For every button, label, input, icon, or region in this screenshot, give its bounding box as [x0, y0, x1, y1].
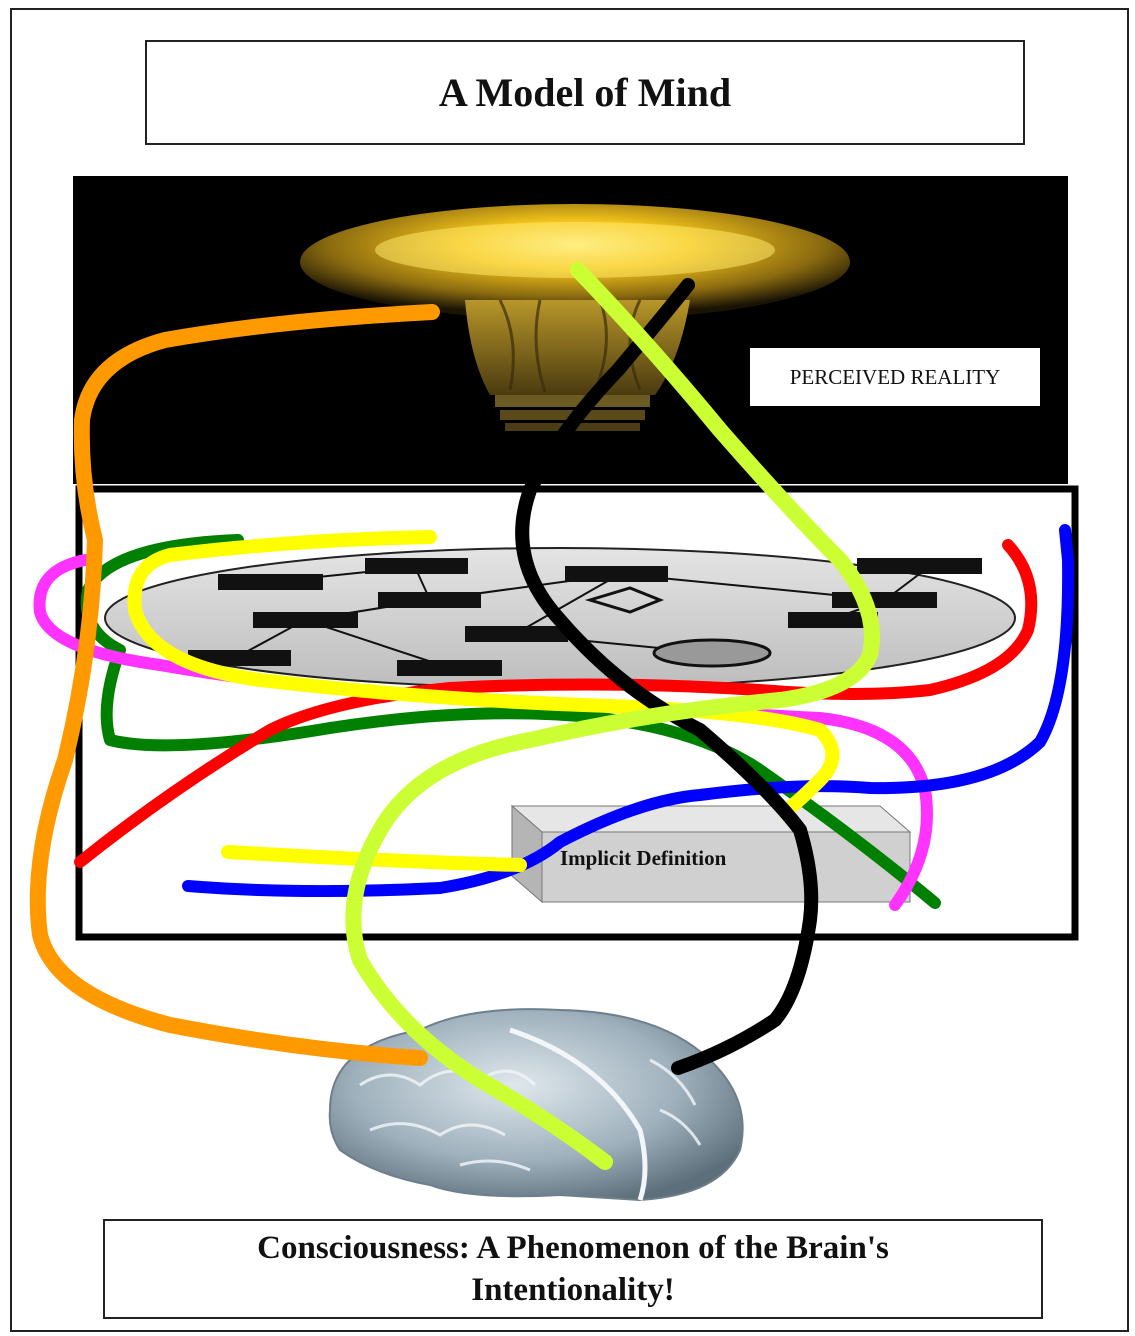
caption-box: Consciousness: A Phenomenon of the Brain…: [103, 1219, 1043, 1319]
implicit-definition-label: Implicit Definition: [560, 846, 726, 871]
perceived-reality-label: PERCEIVED REALITY: [790, 365, 1001, 390]
caption-text: Consciousness: A Phenomenon of the Brain…: [193, 1227, 953, 1311]
perceived-reality-label-box: PERCEIVED REALITY: [750, 348, 1040, 406]
